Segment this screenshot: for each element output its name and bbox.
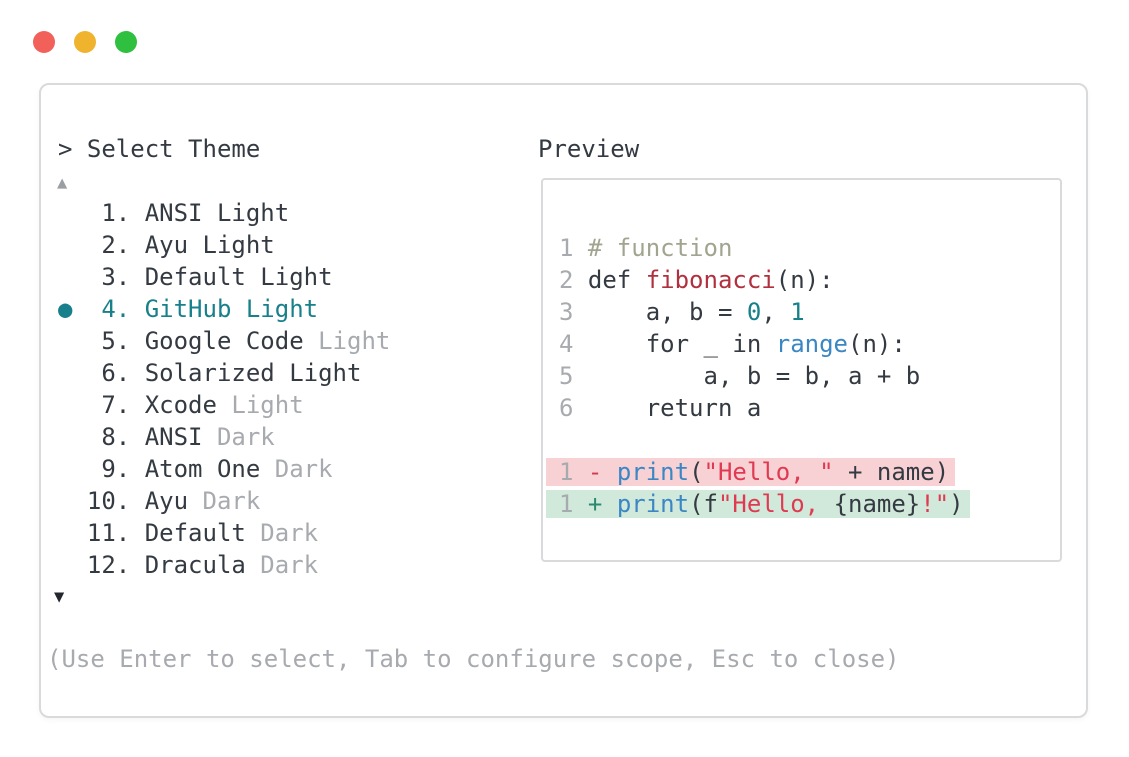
traffic-light-minimize[interactable]	[74, 31, 96, 53]
code-line: 4 for _ in range(n):	[559, 328, 1060, 360]
item-indent	[58, 391, 87, 419]
theme-item-label: 11. Default	[86, 519, 246, 547]
code-token: "Hello, "	[703, 458, 834, 486]
theme-list-item[interactable]: 11. Default Dark	[58, 517, 390, 549]
theme-list-item[interactable]: 3. Default Light	[58, 261, 390, 293]
item-indent	[58, 551, 87, 579]
line-number: 1	[559, 490, 588, 518]
diff-added-line: 1 + print(f"Hello, {name}!")	[546, 488, 1060, 520]
line-number: 5	[559, 362, 588, 390]
code-token: 0	[746, 298, 762, 326]
code-token: print	[616, 458, 690, 486]
theme-item-label: 6. Solarized Light	[86, 359, 362, 387]
code-token: + name)	[833, 458, 950, 486]
theme-item-variant: Dark	[245, 551, 319, 579]
theme-item-label: 4. GitHub Light	[86, 295, 319, 323]
code-token: a, b =	[587, 298, 747, 326]
code-token: print	[616, 490, 690, 518]
item-indent	[58, 231, 87, 259]
item-indent	[58, 327, 87, 355]
theme-list-item[interactable]: 6. Solarized Light	[58, 357, 390, 389]
code-token: ,	[761, 298, 791, 326]
theme-picker-prompt: > Select Theme	[58, 135, 261, 163]
code-token: def	[587, 266, 646, 294]
diff-removed-line: 1 - print("Hello, " + name)	[546, 456, 1060, 488]
theme-list-item[interactable]: ● 4. GitHub Light	[58, 293, 390, 325]
preview-title: Preview	[538, 135, 640, 163]
code-token: )	[949, 490, 964, 518]
traffic-light-zoom[interactable]	[115, 31, 137, 53]
code-line: 2 def fibonacci(n):	[559, 264, 1060, 296]
code-line	[559, 424, 1060, 456]
theme-item-label: 1. ANSI Light	[86, 199, 290, 227]
code-token: fibonacci	[645, 266, 776, 294]
line-number: 1	[559, 458, 588, 486]
theme-list-item[interactable]: 8. ANSI Dark	[58, 421, 390, 453]
item-indent	[58, 359, 87, 387]
line-number: 1	[559, 234, 588, 262]
item-indent	[58, 199, 87, 227]
theme-item-variant: Dark	[260, 455, 333, 483]
theme-list-item[interactable]: 9. Atom One Dark	[58, 453, 390, 485]
theme-item-label: 10. Ayu	[86, 487, 189, 515]
code-token: return a	[587, 394, 762, 422]
code-token: -	[587, 458, 617, 486]
traffic-light-close[interactable]	[33, 31, 55, 53]
code-token: (n):	[775, 266, 834, 294]
code-line: 3 a, b = 0, 1	[559, 296, 1060, 328]
theme-item-label: 3. Default Light	[86, 263, 333, 291]
theme-item-variant: Dark	[202, 423, 275, 451]
line-number: 4	[559, 330, 588, 358]
scroll-down-icon[interactable]: ▼	[54, 587, 65, 607]
item-indent	[58, 519, 87, 547]
theme-list-item[interactable]: 5. Google Code Light	[58, 325, 390, 357]
item-indent	[58, 455, 87, 483]
theme-item-variant: Dark	[245, 519, 319, 547]
theme-item-variant: Light	[216, 391, 304, 419]
scroll-up-icon[interactable]: ▲	[57, 173, 68, 193]
theme-item-label: 8. ANSI	[86, 423, 203, 451]
code-line: 5 a, b = b, a + b	[559, 360, 1060, 392]
code-token: "Hello,	[717, 490, 834, 518]
theme-list-item[interactable]: 10. Ayu Dark	[58, 485, 390, 517]
theme-item-variant: Dark	[188, 487, 261, 515]
code-token: 1	[790, 298, 805, 326]
theme-item-label: 12. Dracula	[86, 551, 246, 579]
item-indent	[58, 263, 87, 291]
theme-list-item[interactable]: 2. Ayu Light	[58, 229, 390, 261]
theme-list-item[interactable]: 1. ANSI Light	[58, 197, 390, 229]
code-line: 1 # function	[559, 232, 1060, 264]
code-token: a, b = b, a + b	[587, 362, 921, 390]
theme-item-label: 5. Google Code	[86, 327, 304, 355]
code-line: 6 return a	[559, 392, 1060, 424]
selected-item-bullet-icon: ●	[58, 295, 87, 323]
code-token: {name}	[833, 490, 921, 518]
code-token: +	[587, 490, 617, 518]
code-token: (	[689, 458, 704, 486]
code-token: !"	[920, 490, 950, 518]
theme-item-label: 7. Xcode	[86, 391, 217, 419]
theme-list-item[interactable]: 12. Dracula Dark	[58, 549, 390, 581]
item-indent	[58, 423, 87, 451]
theme-item-label: 9. Atom One	[86, 455, 261, 483]
code-token: for _ in	[587, 330, 776, 358]
footer-hint: (Use Enter to select, Tab to configure s…	[47, 645, 900, 673]
code-token: (n):	[848, 330, 906, 358]
theme-picker-window: > Select Theme ▲ 1. ANSI Light 2. Ayu Li…	[39, 83, 1088, 718]
theme-item-variant: Light	[303, 327, 391, 355]
line-number: 2	[559, 266, 588, 294]
theme-list-item[interactable]: 7. Xcode Light	[58, 389, 390, 421]
code-token: # function	[587, 234, 733, 262]
item-indent	[58, 487, 87, 515]
code-token: (f	[689, 490, 718, 518]
line-number: 6	[559, 394, 588, 422]
theme-list: 1. ANSI Light 2. Ayu Light 3. Default Li…	[58, 197, 390, 581]
line-number: 3	[559, 298, 588, 326]
window-controls	[33, 31, 137, 53]
theme-item-label: 2. Ayu Light	[86, 231, 275, 259]
code-token: range	[775, 330, 848, 358]
